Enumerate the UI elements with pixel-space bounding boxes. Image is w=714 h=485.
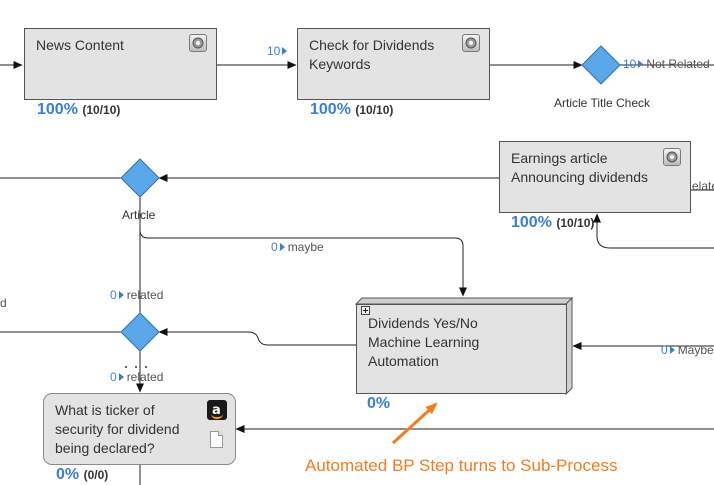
subprocess-dividends-ml[interactable]: Dividends Yes/No Machine Learning Automa… <box>356 304 567 394</box>
task-ticker-security[interactable]: What is ticker of security for dividend … <box>43 393 236 465</box>
amazon-icon: a <box>207 400 227 420</box>
percent-ticker-task: 0% (0/0) <box>56 466 109 483</box>
task-title: What is ticker of security for dividend … <box>55 402 180 456</box>
gateway-article[interactable] <box>120 158 160 198</box>
annotation-arrow <box>391 402 438 445</box>
flow-into-earnings <box>593 213 714 249</box>
task-title: Check for Dividends Keywords <box>309 37 435 72</box>
flow-label-earnings-related: elate <box>692 179 714 193</box>
gateway-related[interactable] <box>120 312 160 352</box>
gateway-article-title-check[interactable] <box>581 45 621 85</box>
task-title: News Content <box>36 37 124 53</box>
flow-ml-to-lower-gateway <box>158 328 356 346</box>
task-title: Earnings article Announcing dividends <box>511 150 648 185</box>
task-news-content[interactable]: News Content <box>24 28 217 100</box>
percent-check-dividends: 100% (10/10) <box>310 101 394 118</box>
flow-label-left-d: d <box>0 296 7 310</box>
flow-label-into-check: 10 <box>267 44 290 58</box>
subprocess-title: Dividends Yes/No Machine Learning Automa… <box>368 315 480 369</box>
gear-icon[interactable] <box>663 148 681 166</box>
plus-icon[interactable] <box>361 306 370 315</box>
task-earnings-article[interactable]: Earnings article Announcing dividends <box>499 141 691 213</box>
gateway-dots <box>125 366 147 368</box>
gateway-label-article-title-check: Article Title Check <box>554 96 651 110</box>
annotation-subprocess: Automated BP Step turns to Sub-Process <box>305 456 618 475</box>
gear-icon[interactable] <box>189 34 207 52</box>
gateway-label-article: Article <box>122 208 156 222</box>
percent-dividends-ml: 0% <box>367 395 391 412</box>
document-icon[interactable] <box>210 431 223 448</box>
gear-icon[interactable] <box>462 34 480 52</box>
percent-earnings-article: 100% (10/10) <box>511 214 595 231</box>
task-check-dividends-keywords[interactable]: Check for Dividends Keywords <box>297 28 490 100</box>
percent-news-content: 100% (10/10) <box>37 101 121 118</box>
